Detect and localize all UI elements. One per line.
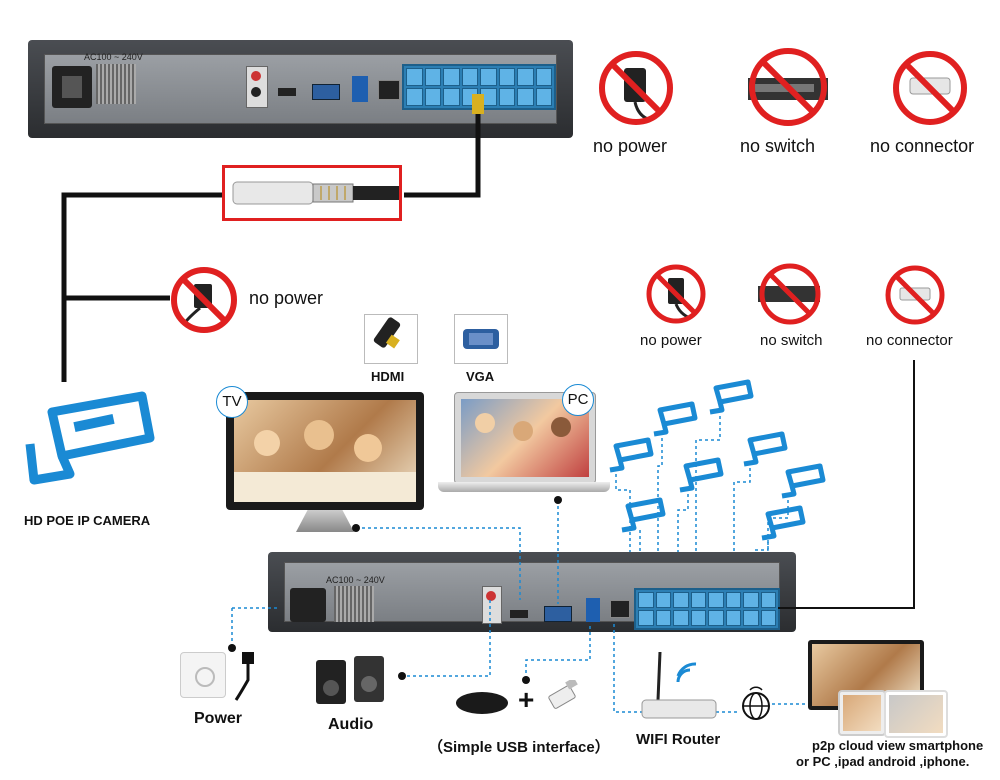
top-nvr-ac-label: AC100 ~ 240V (84, 52, 143, 62)
connector-highlight-box (222, 165, 402, 221)
hdmi-cable-icon (364, 314, 418, 364)
ip-camera-icon (25, 391, 155, 485)
bottom-nvr-vent (334, 586, 374, 622)
tv-stand (296, 510, 354, 532)
no-power-label-mid: no power (640, 332, 702, 349)
pc-screen-photo (461, 399, 589, 477)
no-switch-label-top: no switch (740, 136, 816, 156)
no-connector-sign-top (890, 48, 970, 133)
tv-monitor (226, 392, 424, 510)
top-nvr-lan-port (378, 80, 400, 100)
bottom-nvr-vga-port (544, 606, 572, 622)
camera-label: HD POE IP CAMERA (24, 513, 151, 528)
wifi-router-icon (641, 651, 717, 719)
ip-camera-icon (609, 437, 654, 473)
top-nvr-usb-ports (352, 76, 368, 102)
tv-screen-photo (234, 400, 416, 502)
pc-badge: PC (562, 384, 594, 416)
top-nvr-power-socket (52, 66, 92, 108)
ip-camera-icon (653, 401, 698, 437)
vga-label: VGA (466, 369, 495, 384)
no-switch-label-mid: no switch (760, 332, 823, 349)
smartphone-device (884, 690, 948, 738)
power-adapter-icon (171, 267, 237, 333)
bottom-nvr-power-socket (290, 588, 326, 622)
audio-label: Audio (328, 716, 374, 733)
pc-laptop-base (438, 482, 610, 492)
mouse-icon (456, 692, 508, 714)
no-connector-label-mid: no connector (866, 332, 953, 349)
plus-sign: + (518, 684, 535, 715)
poe-cable (61, 94, 484, 382)
bottom-nvr-lan-port (610, 600, 630, 618)
p2p-label-line2: or PC ,ipad android ,iphone. (796, 754, 970, 769)
ip-camera-icon (743, 431, 788, 467)
ip-camera-icon (781, 463, 826, 499)
connector-icon (893, 51, 967, 125)
speakers-icon (316, 656, 384, 704)
top-nvr-vent (96, 64, 136, 104)
connector-icon (885, 265, 945, 325)
tablet-device (838, 690, 886, 736)
usb-label: （Simple USB interface） (428, 739, 610, 756)
bottom-nvr-poe-ports (634, 588, 780, 630)
tv-badge: TV (216, 386, 248, 418)
ip-camera-icon (621, 497, 666, 533)
ip-camera-icon (709, 379, 754, 415)
ip-camera-icon (679, 457, 724, 493)
vga-cable-icon (454, 314, 508, 364)
network-switch-icon (758, 263, 821, 325)
power-label: Power (194, 710, 243, 727)
power-plug-icon (234, 652, 254, 701)
globe-icon (742, 686, 770, 720)
rj45-connector-icon (232, 181, 399, 205)
power-adapter-icon (599, 51, 673, 125)
bottom-nvr-audio-port (482, 586, 502, 624)
no-connector-label-top: no connector (870, 136, 975, 156)
top-nvr-audio-port (246, 66, 268, 108)
no-connector-sign-mid (884, 264, 946, 331)
power-socket-icon (180, 652, 226, 698)
no-power-label-top: no power (593, 136, 668, 156)
bottom-nvr-hdmi-port (510, 610, 528, 618)
power-adapter-icon (646, 264, 706, 324)
no-switch-sign-mid (754, 262, 824, 331)
wifi-router-label: WIFI Router (636, 731, 721, 748)
bottom-nvr-usb-ports (586, 598, 600, 622)
no-power-sign-top (598, 50, 674, 131)
hdmi-label: HDMI (371, 369, 405, 384)
top-nvr-hdmi-port (278, 88, 296, 96)
pc-laptop (454, 392, 596, 484)
bottom-nvr-ac-label: AC100 ~ 240V (326, 575, 385, 585)
no-power-label-left: no power (249, 288, 324, 308)
network-switch-icon (748, 48, 828, 126)
p2p-label-line1: p2p cloud view smartphone (812, 738, 984, 753)
usb-drive-icon (548, 680, 578, 709)
top-nvr-vga-port (312, 84, 340, 100)
no-power-sign-mid (646, 264, 706, 329)
no-power-sign-left (170, 266, 238, 339)
no-switch-sign-top (740, 46, 836, 133)
